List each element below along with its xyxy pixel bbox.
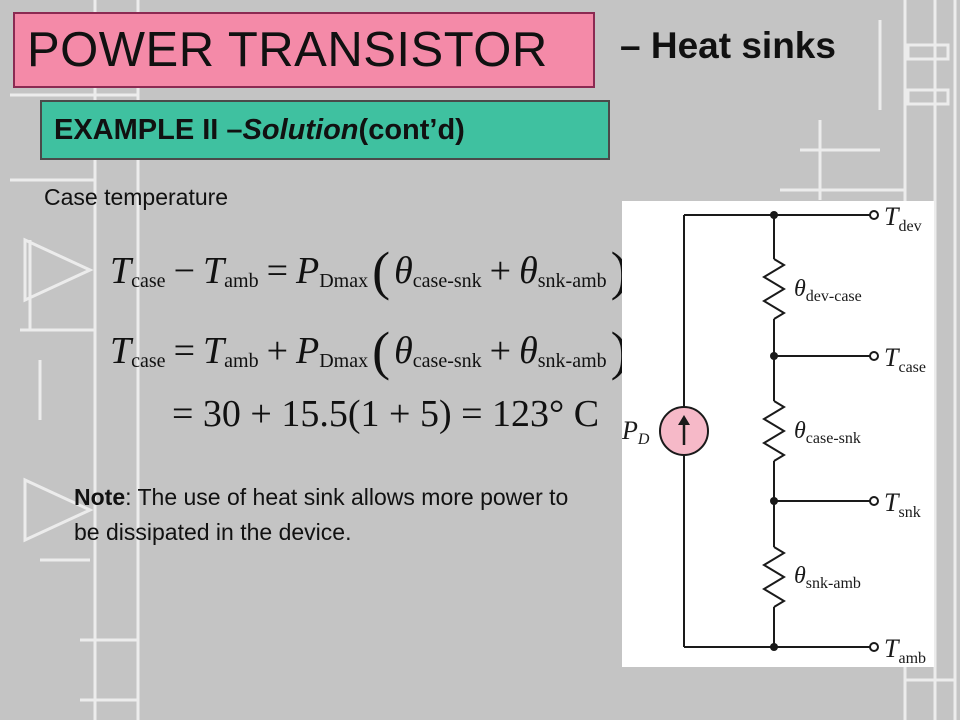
- node-dot: [770, 643, 778, 651]
- page-title: POWER TRANSISTOR: [27, 23, 548, 77]
- equation-1: Tcase − Tamb = PDmax ( θcase-snk + θsnk-…: [110, 241, 629, 301]
- terminal-label-case: Tcase: [884, 343, 926, 376]
- source-label: PD: [622, 416, 650, 448]
- terminal: [869, 496, 879, 506]
- case-temperature-label: Case temperature: [44, 184, 229, 210]
- resistor-label-dev-case: θdev-case: [794, 276, 862, 305]
- example-prefix: EXAMPLE II –: [54, 113, 243, 146]
- terminal: [869, 642, 879, 652]
- arrow-up-icon: [678, 415, 690, 425]
- node-dot: [770, 352, 778, 360]
- note-body: : The use of heat sink allows more power…: [74, 484, 569, 545]
- example-banner: EXAMPLE II – Solution (cont’d): [40, 100, 610, 160]
- node-dot: [770, 211, 778, 219]
- thermal-circuit: PD Tdev Tcase Tsnk Tamb θdev-case θcase-…: [622, 201, 934, 667]
- resistor-label-snk-amb: θsnk-amb: [794, 563, 861, 592]
- example-suffix: (cont’d): [358, 113, 465, 146]
- terminal: [869, 210, 879, 220]
- terminal-label-snk: Tsnk: [884, 488, 921, 521]
- page-subtitle: – Heat sinks: [620, 25, 836, 66]
- node-dot: [770, 497, 778, 505]
- example-italic: Solution: [242, 113, 359, 146]
- note-text: Note: The use of heat sink allows more p…: [74, 480, 584, 550]
- terminal-label-dev: Tdev: [884, 202, 922, 235]
- resistor-label-case-snk: θcase-snk: [794, 418, 861, 447]
- equation-3: = 30 + 15.5(1 + 5) = 123° C: [172, 393, 600, 435]
- note-label: Note: [74, 484, 126, 510]
- terminal-label-amb: Tamb: [884, 634, 926, 667]
- equation-2: Tcase = Tamb + PDmax ( θcase-snk + θsnk-…: [110, 321, 629, 381]
- terminal: [869, 351, 879, 361]
- title-box: POWER TRANSISTOR: [13, 12, 595, 88]
